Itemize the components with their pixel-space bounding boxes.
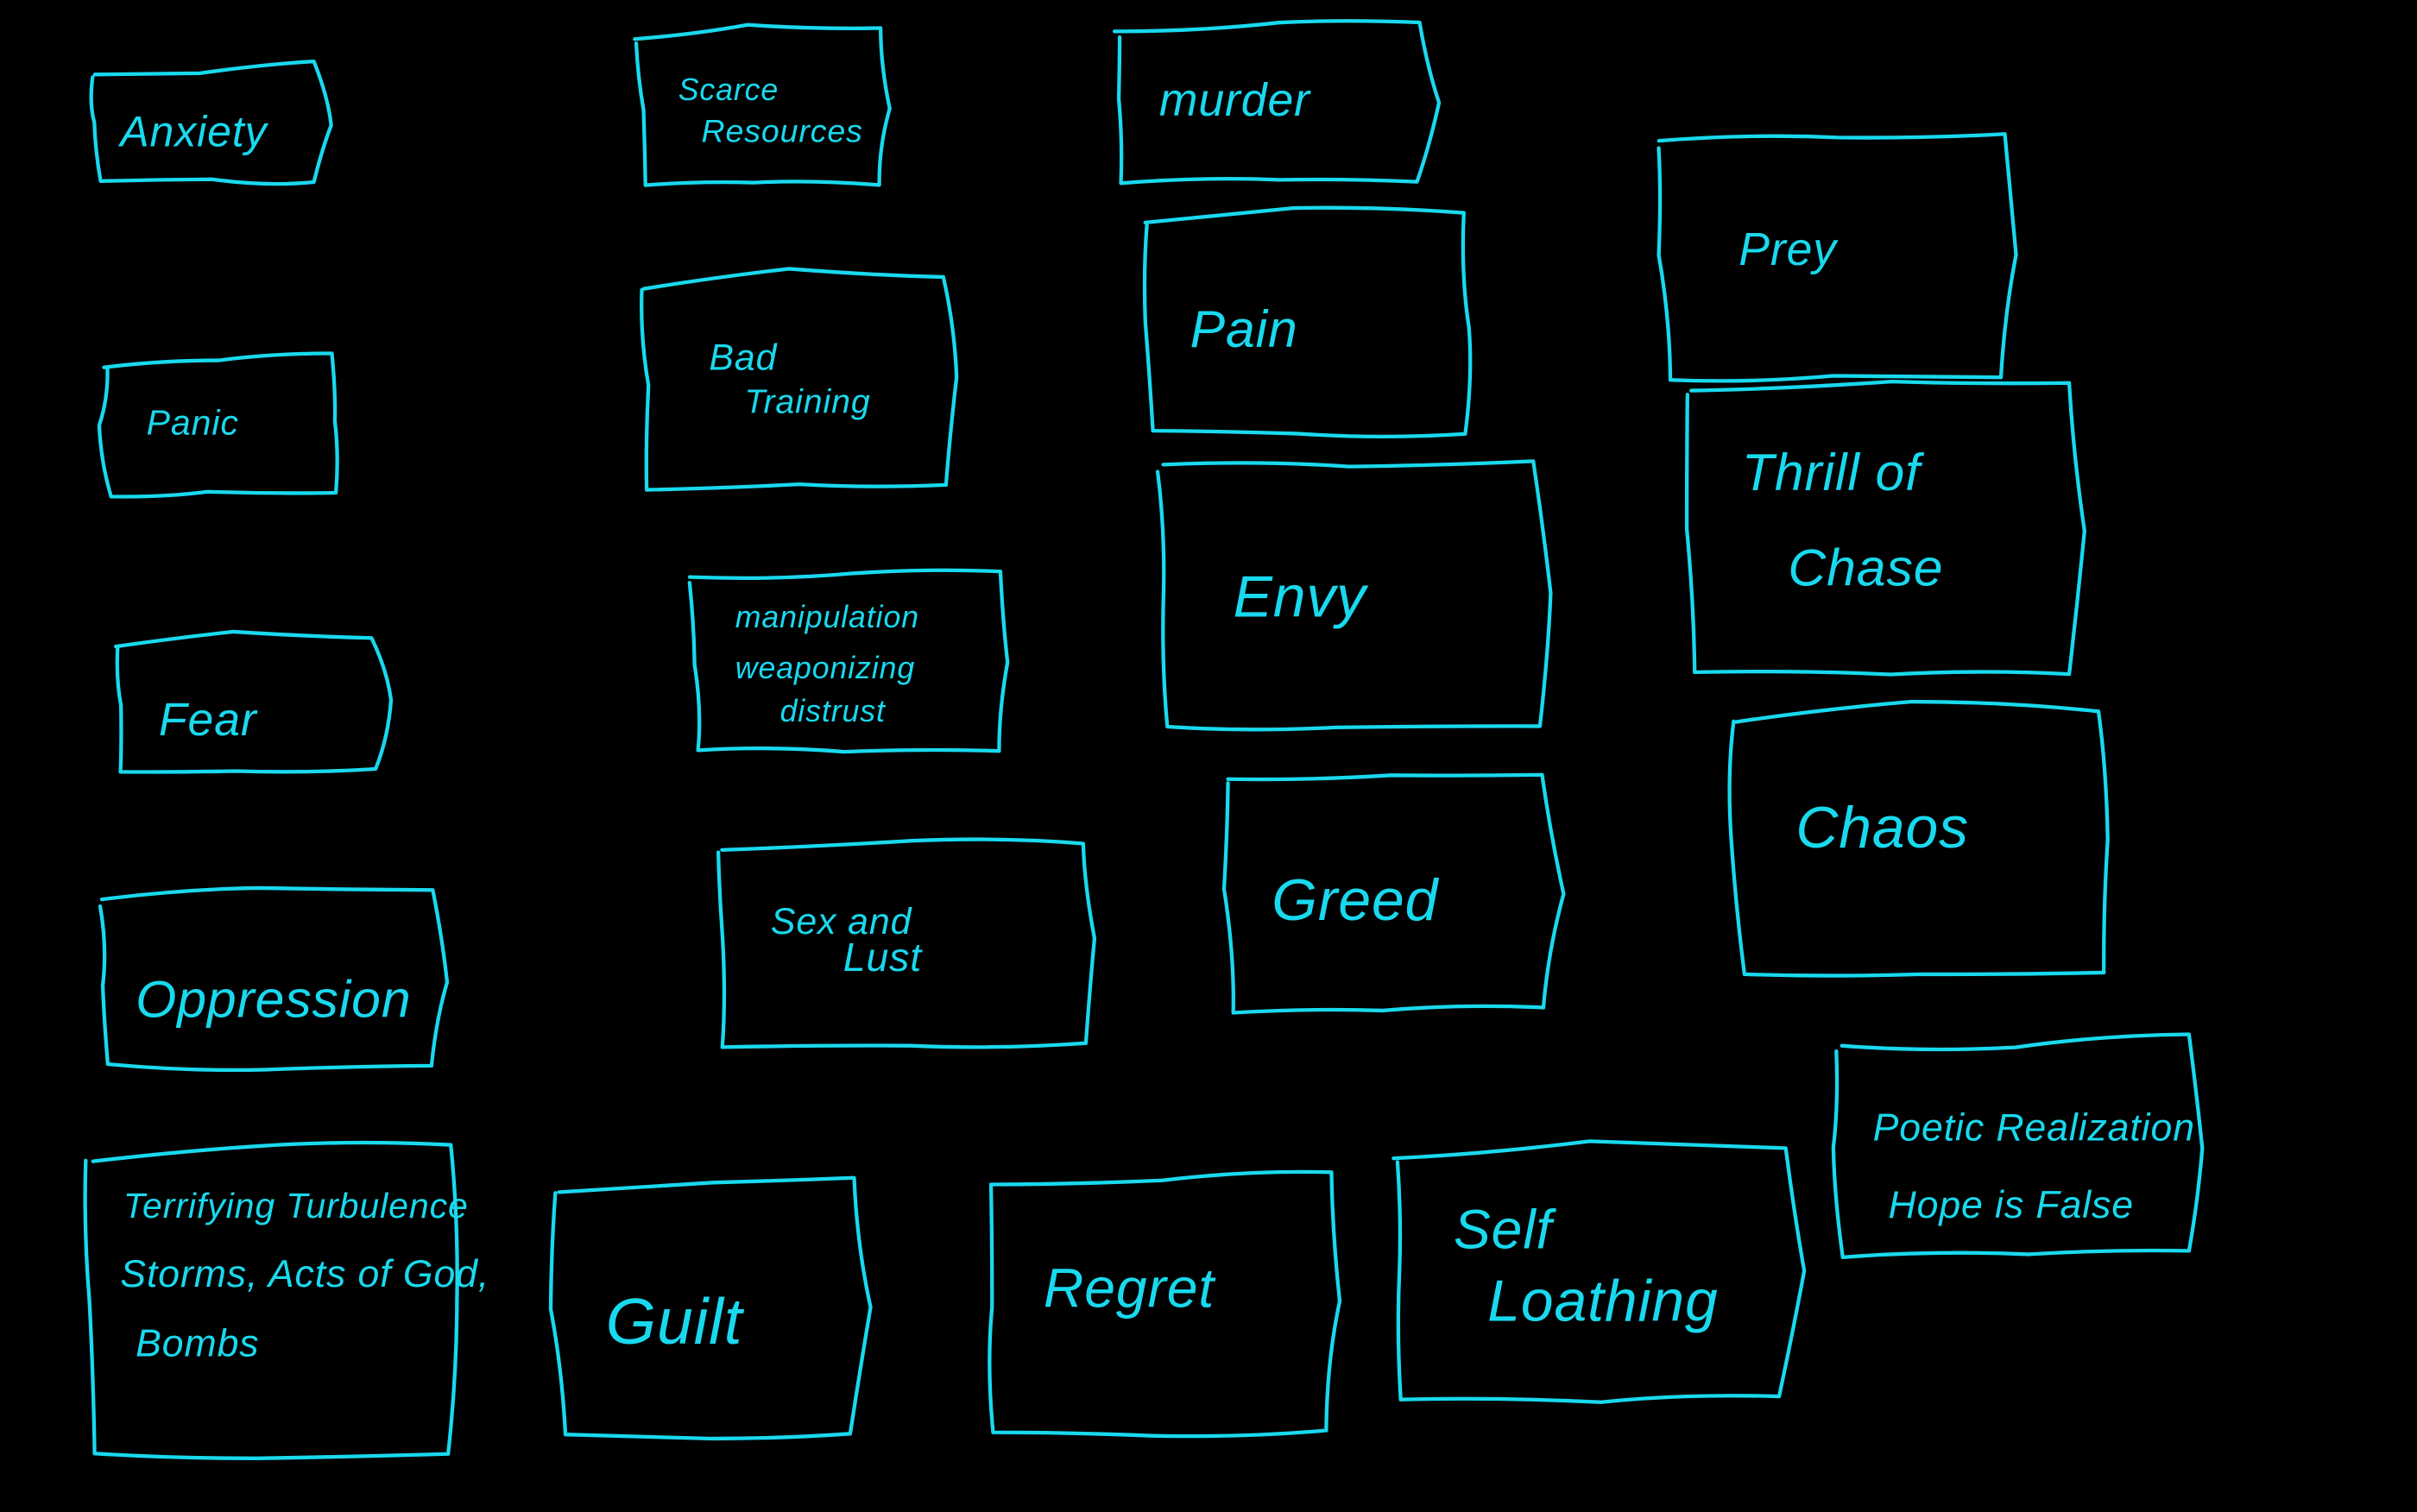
card-murder[interactable]: murder (1112, 19, 1442, 186)
card-outline (716, 837, 1097, 1049)
card-chaos[interactable]: Chaos (1727, 699, 2110, 978)
card-text: Oppression (136, 970, 411, 1029)
card-text: Fear (159, 695, 258, 746)
card-text: Resources (702, 112, 863, 148)
card-outline (633, 22, 892, 187)
card-outline (1684, 379, 2086, 677)
card-text: murder (1159, 75, 1311, 126)
card-pain[interactable]: Pain (1142, 205, 1473, 439)
card-text: Loathing (1487, 1269, 1718, 1333)
card-manipulation[interactable]: manipulation weaponizing distrust (687, 568, 1010, 754)
card-terrifying-turbulence[interactable]: Terrifying Turbulence Storms, Acts of Go… (83, 1140, 490, 1460)
card-thrill-of-chase[interactable]: Thrill of Chase (1684, 379, 2086, 677)
card-fear[interactable]: Fear (114, 629, 394, 774)
card-envy[interactable]: Envy (1155, 459, 1553, 732)
card-text: Pain (1190, 299, 1298, 358)
card-panic[interactable]: Panic (97, 351, 339, 499)
card-prey[interactable]: Prey (1657, 132, 2018, 383)
card-poetic-realization[interactable]: Poetic Realization Hope is False (1831, 1032, 2205, 1259)
card-text: Poetic Realization (1873, 1107, 2195, 1150)
card-anxiety[interactable]: Anxiety (89, 59, 333, 186)
card-outline (98, 885, 450, 1073)
card-outline (1112, 19, 1442, 186)
card-outline (687, 568, 1010, 754)
card-bad-training[interactable]: Bad Training (640, 267, 959, 492)
card-outline (1727, 699, 2110, 978)
card-text: Panic (147, 403, 239, 443)
card-outline (988, 1169, 1342, 1439)
card-text: Sex and (771, 901, 912, 942)
card-outline (97, 351, 339, 499)
card-text: Regret (1044, 1257, 1217, 1319)
card-text: Lust (843, 935, 923, 980)
card-outline (1657, 132, 2018, 383)
card-text: Self (1454, 1199, 1557, 1261)
card-text: Bad (709, 337, 777, 379)
card-outline (548, 1175, 873, 1441)
card-guilt[interactable]: Guilt (548, 1175, 873, 1441)
card-text: Chase (1788, 539, 1943, 597)
card-outline (1155, 459, 1553, 732)
card-outline (1831, 1032, 2205, 1259)
card-text: Greed (1272, 868, 1439, 933)
card-outline (640, 267, 959, 492)
card-self-loathing[interactable]: Self Loathing (1392, 1139, 1807, 1404)
card-scarce-resources[interactable]: Scarce Resources (633, 22, 892, 187)
card-text: distrust (780, 694, 887, 728)
card-text: Scarce (678, 72, 779, 107)
card-text: Hope is False (1889, 1184, 2134, 1226)
card-regret[interactable]: Regret (988, 1169, 1342, 1439)
card-outline (114, 629, 394, 774)
card-text: Bombs (136, 1323, 259, 1365)
card-greed[interactable]: Greed (1221, 772, 1566, 1015)
card-text: weaponizing (735, 651, 915, 685)
card-text: Storms, Acts of God, (120, 1253, 489, 1295)
card-text: Envy (1234, 564, 1370, 629)
card-text: Anxiety (117, 108, 268, 156)
card-outline (89, 59, 333, 186)
card-oppression[interactable]: Oppression (98, 885, 450, 1073)
card-text: Terrifying Turbulence (123, 1186, 469, 1225)
card-text: Training (745, 383, 871, 421)
card-text: manipulation (735, 600, 919, 634)
card-text: Guilt (606, 1285, 745, 1358)
card-text: Chaos (1795, 796, 1969, 860)
card-text: Prey (1739, 224, 1839, 275)
card-sex-and-lust[interactable]: Sex and Lust (716, 837, 1097, 1049)
card-outline (83, 1140, 459, 1460)
card-text: Thrill of (1742, 443, 1925, 501)
card-outline (1221, 772, 1566, 1015)
card-outline (1392, 1139, 1807, 1404)
card-outline (1142, 205, 1473, 439)
